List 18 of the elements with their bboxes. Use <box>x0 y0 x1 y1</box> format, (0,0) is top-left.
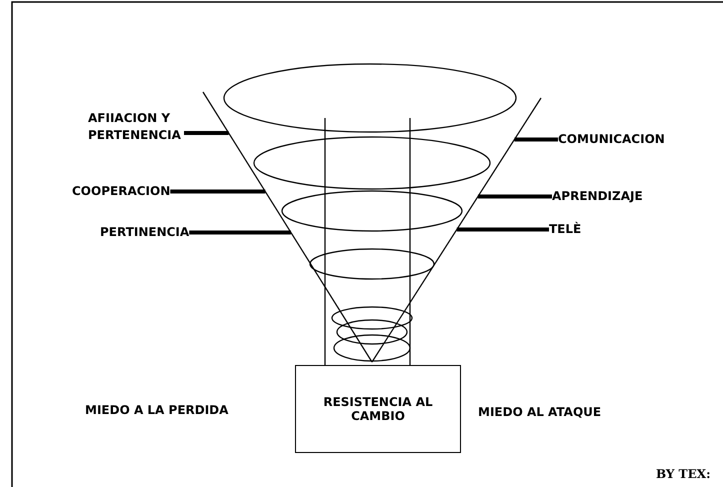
funnel-drawing <box>202 63 542 366</box>
leader-line <box>478 194 552 198</box>
callout-label: COMUNICACION <box>558 131 665 148</box>
callout-label: APRENDIZAJE <box>552 188 643 205</box>
leader-line <box>456 228 549 232</box>
leader-line <box>514 138 558 142</box>
side-label: MIEDO AL ATAQUE <box>478 404 602 421</box>
leader-line <box>189 230 291 234</box>
process-box <box>295 365 461 453</box>
callout-label: TELÈ <box>549 221 582 238</box>
signature-text: BY TEX: <box>656 466 710 483</box>
callout-label: AFIIACION Y PERTENENCIA <box>88 110 184 144</box>
side-label: MIEDO A LA PERDIDA <box>85 402 228 419</box>
leader-line <box>170 190 266 194</box>
leader-line <box>184 131 229 135</box>
callout-label: COOPERACION <box>72 183 170 200</box>
callout-label: PERTINENCIA <box>100 224 190 241</box>
box-text: RESISTENCIA AL CAMBIO <box>323 395 433 423</box>
